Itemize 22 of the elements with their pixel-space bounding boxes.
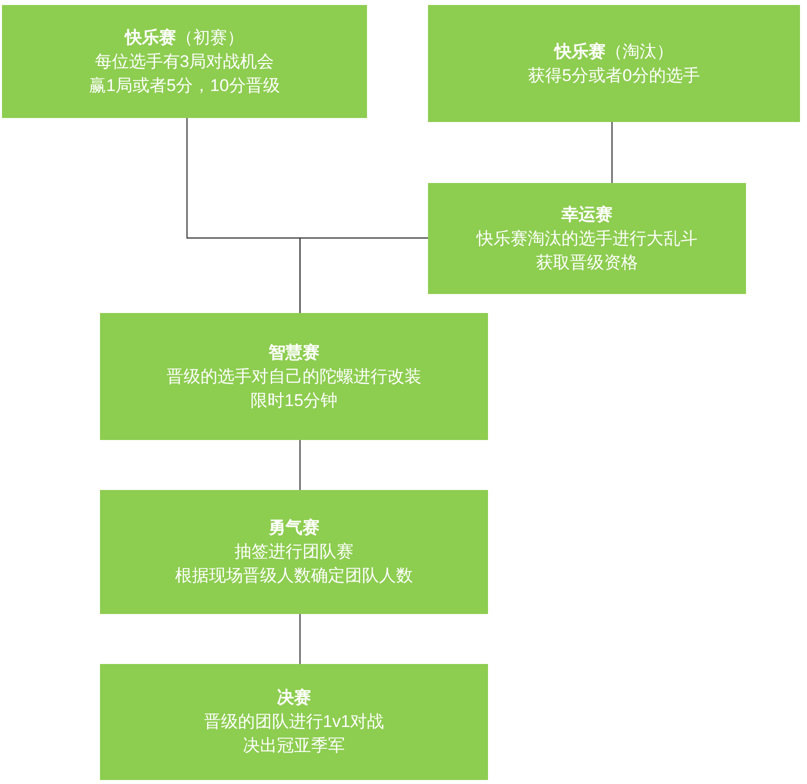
stage-title: 决赛 <box>277 687 311 709</box>
stage-title: 快乐赛（淘汰） <box>554 40 674 62</box>
stage-title: 快乐赛（初赛） <box>125 26 244 48</box>
stage-box <box>100 313 488 440</box>
connector-line <box>299 614 301 664</box>
connector-line <box>299 237 428 313</box>
stage-box <box>428 5 800 122</box>
stage-description: 快乐赛淘汰的选手进行大乱斗获取晋级资格 <box>476 228 698 274</box>
stage-box <box>428 183 746 294</box>
stage-title: 智慧赛 <box>268 342 320 364</box>
connector-line <box>299 440 301 490</box>
stage-description: 每位选手有3局对战机会赢1局或者5分，10分晋级 <box>89 50 280 96</box>
stage-description: 晋级的团队进行1v1对战决出冠亚季军 <box>204 711 384 757</box>
stage-box <box>100 490 488 614</box>
stage-description: 抽签进行团队赛根据现场晋级人数确定团队人数 <box>175 541 413 587</box>
stage-box <box>2 5 367 118</box>
stage-box <box>100 664 488 780</box>
stage-description: 晋级的选手对自己的陀螺进行改装限时15分钟 <box>166 366 422 412</box>
stage-description: 获得5分或者0分的选手 <box>528 64 700 86</box>
connector-line <box>611 122 613 183</box>
stage-title: 幸运赛 <box>562 204 612 226</box>
stage-title: 勇气赛 <box>268 517 320 539</box>
